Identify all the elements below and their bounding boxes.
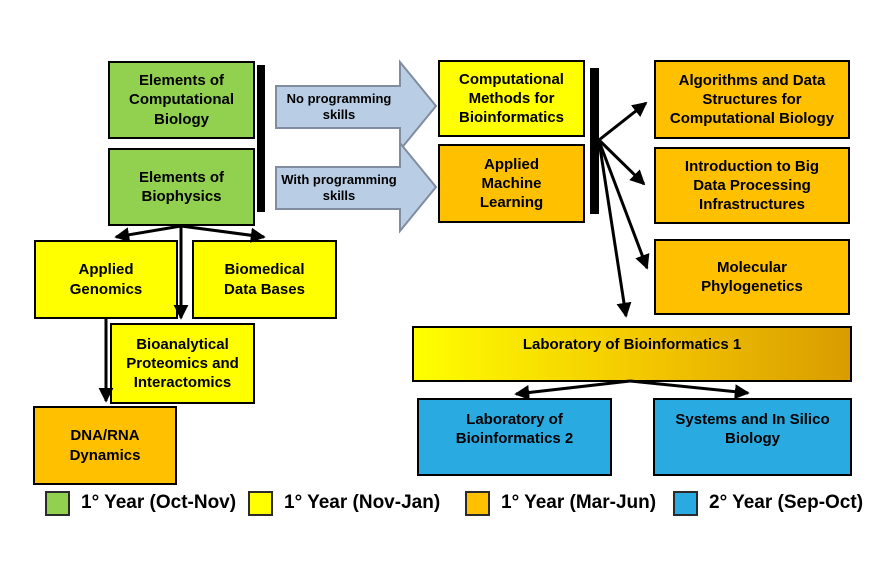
- node-applied-genomics: Applied Genomics: [34, 240, 178, 319]
- arrow-bar-to-molecular-phylogenetics: [597, 140, 650, 270]
- node-systems-and-in-silico-biology: Systems and In Silico Biology: [653, 398, 852, 476]
- arrow-bar-to-laboratory-1: [597, 140, 632, 318]
- arrow-biophysics-to-biomedical-data-bases: [180, 224, 266, 243]
- legend-swatch-yellow: [248, 490, 273, 516]
- node-laboratory-of-bioinformatics-2: Laboratory of Bioinformatics 2: [417, 398, 612, 476]
- arrow-bar-to-big-data: [597, 138, 646, 186]
- node-big-data-processing-infrastructures: Introduction to Big Data Processing Infr…: [654, 147, 850, 224]
- legend-item-year1-mar-jun: 1° Year (Mar-Jun): [465, 490, 656, 516]
- legend-label: 1° Year (Nov-Jan): [284, 492, 441, 513]
- arrow-laboratory1-to-systems-silico: [629, 379, 750, 400]
- node-algorithms-and-data-structures: Algorithms and Data Structures for Compu…: [654, 60, 850, 139]
- legend-label: 1° Year (Mar-Jun): [501, 492, 657, 513]
- legend-item-year1-nov-jan: 1° Year (Nov-Jan): [248, 490, 440, 516]
- node-biomedical-data-bases: Biomedical Data Bases: [192, 240, 337, 319]
- node-dna-rna-dynamics: DNA/RNA Dynamics: [33, 406, 177, 485]
- legend-label: 2° Year (Sep-Oct): [709, 492, 864, 513]
- label-with-programming-skills: With programming skills: [281, 171, 397, 203]
- legend-swatch-green: [45, 490, 70, 516]
- node-laboratory-of-bioinformatics-1: Laboratory of Bioinformatics 1: [412, 326, 852, 382]
- node-elements-of-computational-biology: Elements of Computational Biology: [108, 61, 255, 139]
- arrow-bar-to-algorithms: [598, 101, 648, 142]
- group-bar-right: [590, 68, 599, 214]
- legend-swatch-blue: [673, 490, 698, 516]
- arrow-laboratory1-to-laboratory2: [514, 379, 631, 400]
- legend-label: 1° Year (Oct-Nov): [81, 492, 237, 513]
- legend-item-year1-oct-nov: 1° Year (Oct-Nov): [45, 490, 236, 516]
- node-computational-methods-for-bioinformatics: Computational Methods for Bioinformatics: [438, 60, 585, 137]
- label-no-programming-skills: No programming skills: [286, 90, 392, 122]
- node-molecular-phylogenetics: Molecular Phylogenetics: [654, 239, 850, 315]
- group-bar-left: [257, 65, 265, 212]
- legend-item-year2-sep-oct: 2° Year (Sep-Oct): [673, 490, 863, 516]
- node-applied-machine-learning: Applied Machine Learning: [438, 144, 585, 223]
- legend-swatch-orange: [465, 490, 490, 516]
- node-elements-of-biophysics: Elements of Biophysics: [108, 148, 255, 226]
- arrow-biophysics-to-applied-genomics: [114, 224, 182, 243]
- node-bioanalytical-proteomics-interactomics: Bioanalytical Proteomics and Interactomi…: [110, 323, 255, 404]
